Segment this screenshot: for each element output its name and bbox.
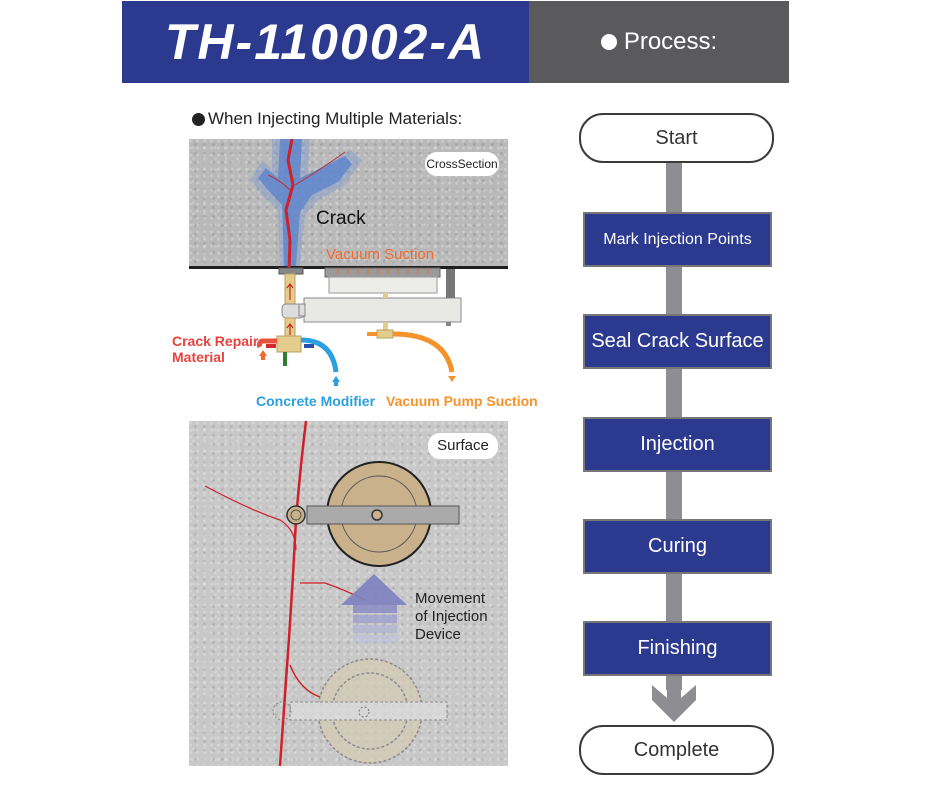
movement-line1: Movement — [415, 590, 486, 607]
down-arrow-icon — [652, 685, 696, 722]
injection-device-section — [256, 267, 340, 386]
crack-label: Crack — [316, 208, 366, 229]
flow-step-injection: Injection — [583, 417, 772, 472]
crack-repair-line1: Crack Repair — [172, 333, 259, 349]
flow-start: Start — [579, 113, 774, 163]
injected-zone — [250, 139, 362, 266]
process-heading: Process: — [529, 1, 789, 83]
vacuum-suction-label: Vacuum Suction — [326, 246, 435, 263]
injection-device-top — [286, 461, 460, 567]
vacuum-pump-suction-label: Vacuum Pump Suction — [386, 393, 538, 409]
cross-section-tag: CrossSection — [425, 152, 499, 176]
header-code-panel: TH-110002-A — [122, 1, 529, 83]
flow-step-seal-crack-surface: Seal Crack Surface — [583, 314, 772, 369]
movement-line2: of Injection — [415, 608, 488, 625]
process-label: Process: — [623, 28, 718, 55]
flow-step-finishing: Finishing — [583, 621, 772, 676]
section-title: When Injecting Multiple Materials: — [192, 109, 462, 129]
suction-arrows — [337, 268, 429, 274]
movement-line3: Device — [415, 626, 461, 643]
product-code: TH-110002-A — [164, 14, 487, 70]
vacuum-plate — [298, 267, 462, 382]
injection-device-next — [272, 658, 448, 764]
bullet-icon — [192, 112, 205, 126]
crack-repair-material-label: Crack Repair Material — [172, 333, 258, 365]
flow-step-curing: Curing — [583, 519, 772, 574]
surface-tag: Surface — [428, 433, 498, 459]
section-title-text: When Injecting Multiple Materials: — [208, 109, 463, 128]
flow-step-mark-injection-points: Mark Injection Points — [583, 212, 772, 267]
movement-arrow-icon — [341, 574, 407, 643]
crack-repair-line2: Material — [172, 349, 225, 365]
crack-line — [284, 138, 295, 271]
surface-crack — [278, 420, 308, 767]
header-process-panel: Process: — [529, 1, 789, 83]
flow-complete: Complete — [579, 725, 774, 775]
bullet-icon — [600, 34, 617, 50]
movement-label: Movement of Injection Device — [415, 590, 488, 644]
concrete-modifier-label: Concrete Modifier — [256, 393, 376, 409]
